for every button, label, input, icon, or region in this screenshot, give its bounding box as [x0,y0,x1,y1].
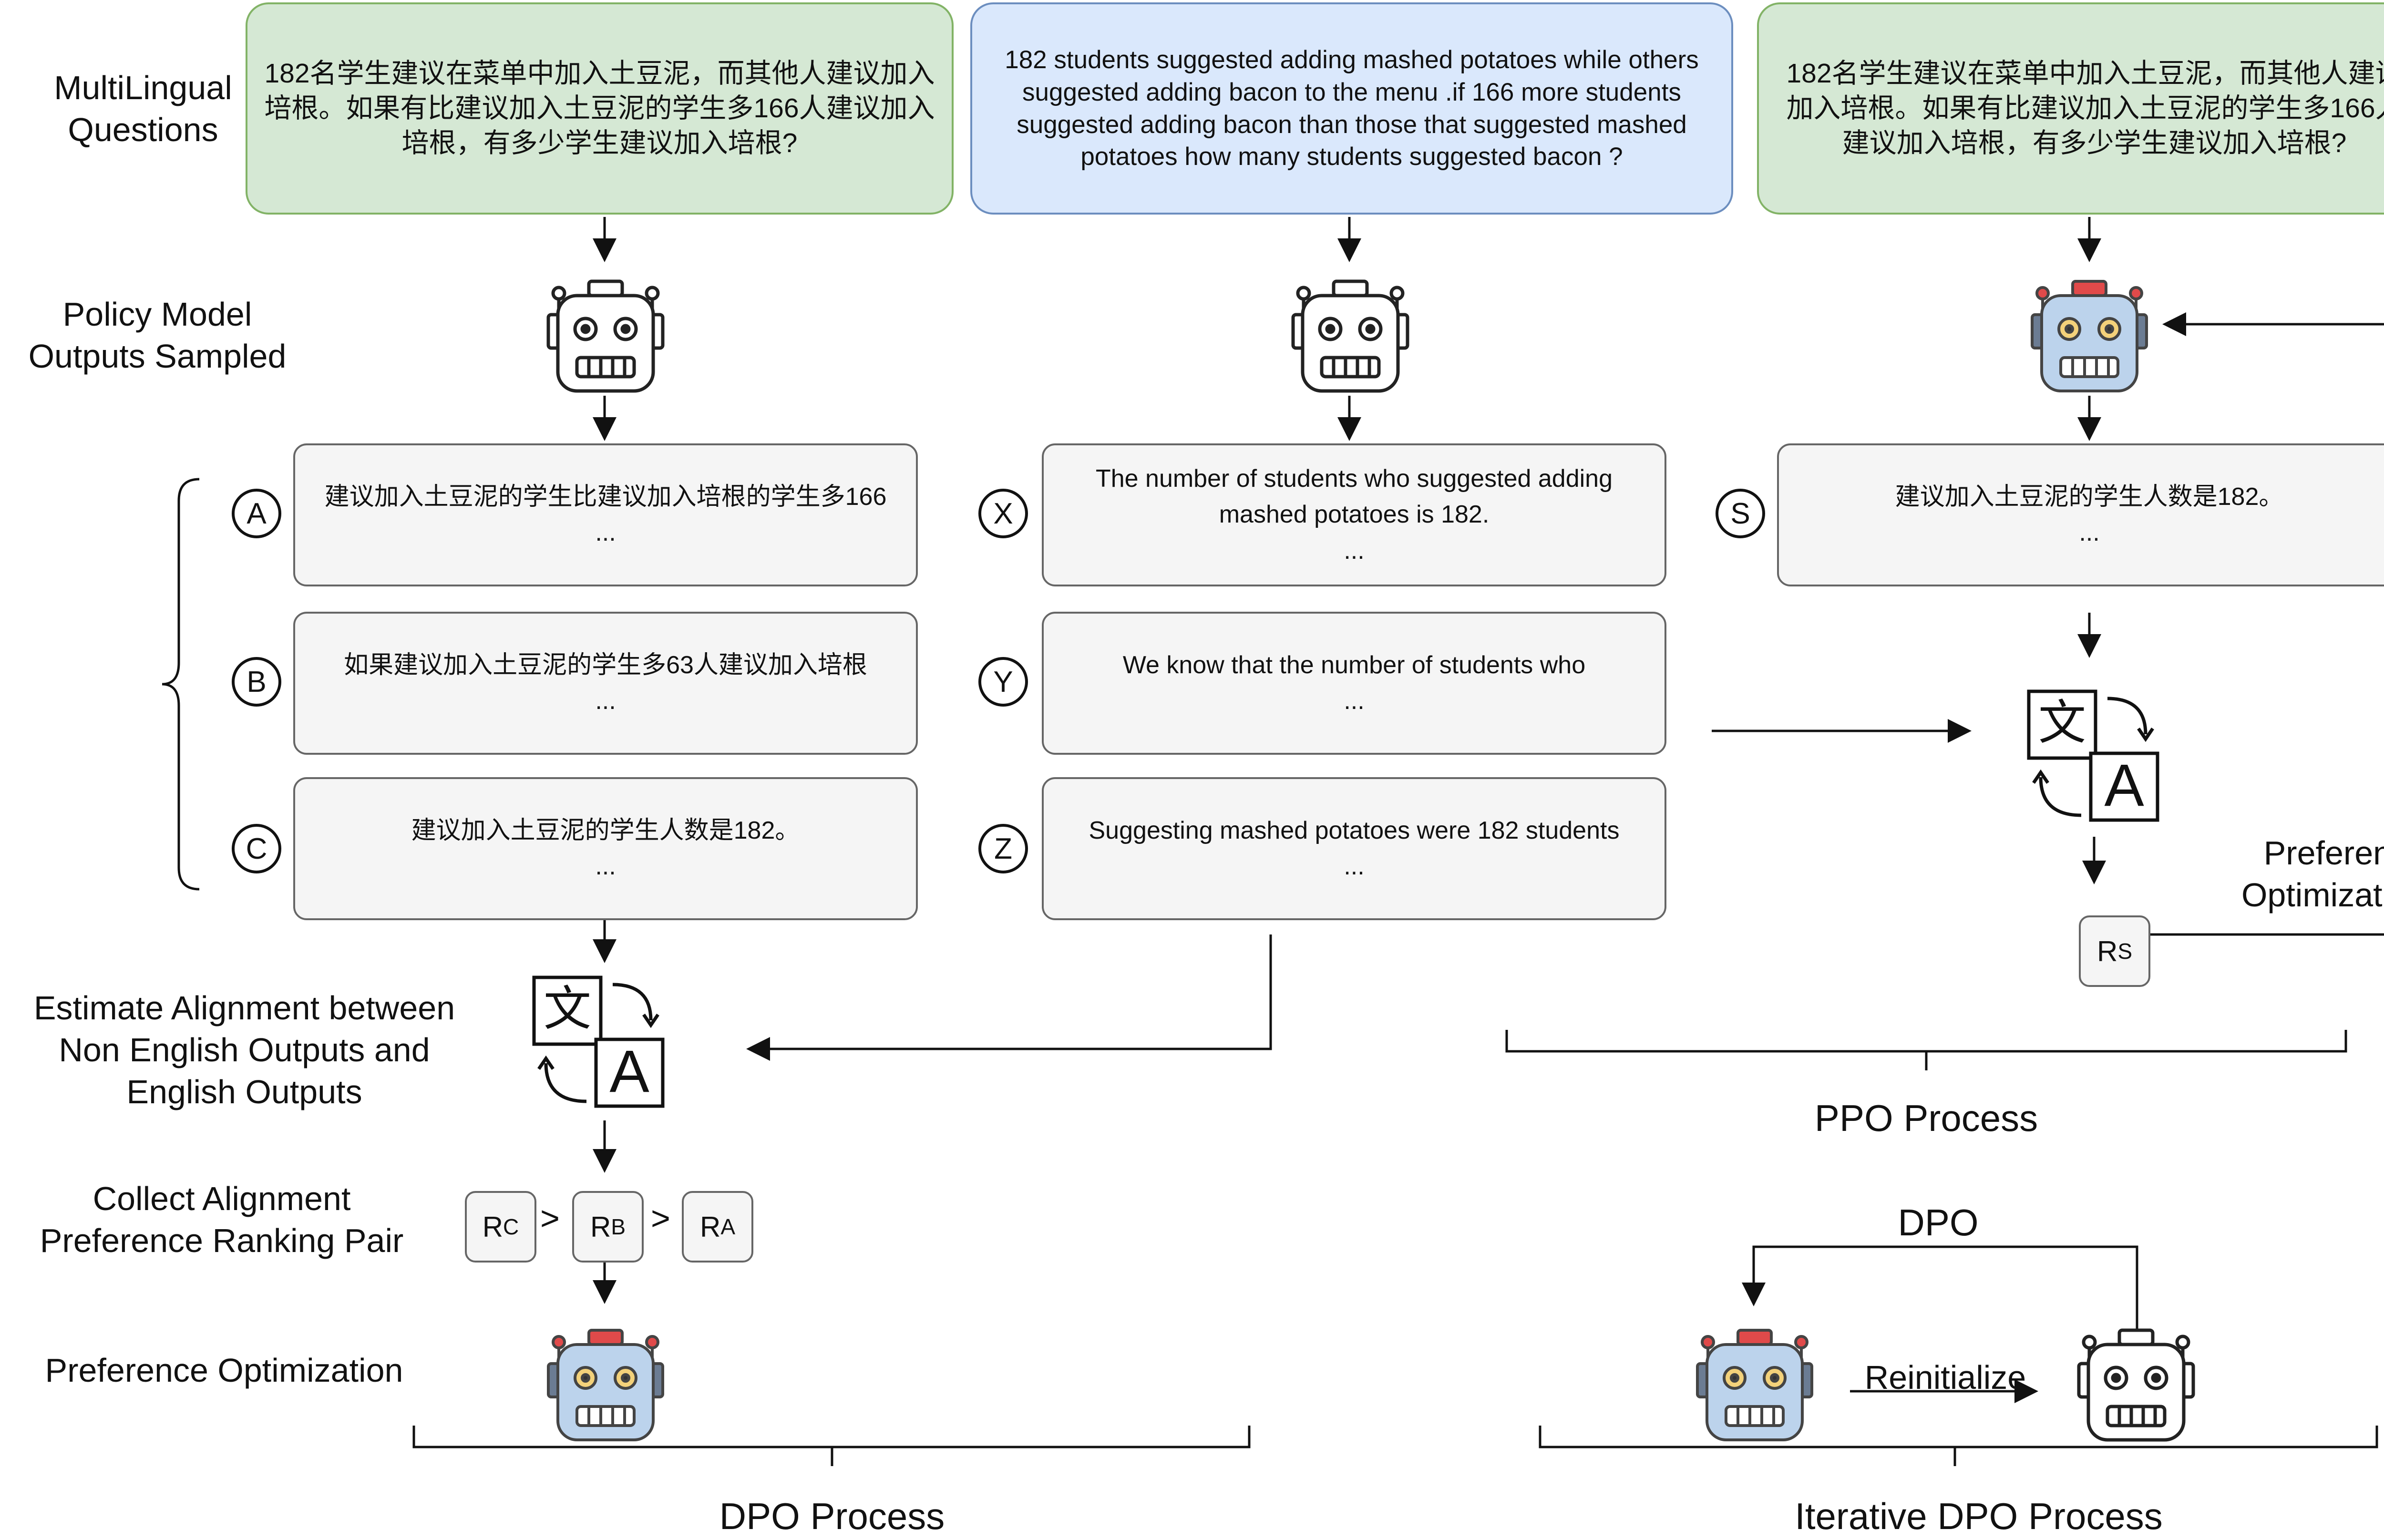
output-c-text: 建议加入土豆泥的学生人数是182。 [411,816,800,844]
output-box-b: 如果建议加入土豆泥的学生多63人建议加入培根 ... [293,612,918,755]
marker-y: Y [978,657,1028,707]
output-box-s: 建议加入土豆泥的学生人数是182。 ... [1777,443,2384,586]
robot-color-icon [2031,280,2148,392]
brace-outputs [162,478,200,891]
arrow-dpo-loop [1742,1245,2138,1330]
question-text-zh-right: 182名学生建议在菜单中加入土豆泥，而其他人建议加入培根。如果有比建议加入土豆泥… [1786,58,2384,158]
marker-s: S [1716,489,1765,538]
output-box-a: 建议加入土豆泥的学生比建议加入培根的学生多166 ... [293,443,918,586]
label-policy-outputs: Policy Model Outputs Sampled [28,296,287,375]
label-dpo: DPO [1898,1201,1979,1243]
arrow-en-to-align [746,934,1272,1061]
output-a-text: 建议加入土豆泥的学生比建议加入培根的学生多166 [324,483,887,511]
question-text-en: 182 students suggested adding mashed pot… [1005,45,1699,171]
output-a-ellipsis: ... [595,519,616,546]
question-text-zh-left: 182名学生建议在菜单中加入土豆泥，而其他人建议加入培根。如果有比建议加入土豆泥… [264,58,935,158]
marker-c: C [232,824,281,873]
marker-z: Z [978,824,1028,873]
robot-outline-icon [1291,279,1409,393]
output-b-text: 如果建议加入土豆泥的学生多63人建议加入培根 [344,651,867,679]
output-x-text: The number of students who suggested add… [1095,464,1613,529]
process-label-iterative-dpo: Iterative DPO Process [1795,1495,2163,1537]
marker-a: A [232,489,281,538]
question-box-zh-left: 182名学生建议在菜单中加入土豆泥，而其他人建议加入培根。如果有比建议加入土豆泥… [246,2,954,215]
translate-source-glyph: 文 [2038,695,2086,750]
output-z-text: Suggesting mashed potatoes were 182 stud… [1089,816,1620,844]
output-s-text: 建议加入土豆泥的学生人数是182。 [1895,483,2284,511]
robot-outline-icon [546,279,665,393]
output-box-x: The number of students who suggested add… [1042,443,1666,586]
robot-color-icon [1696,1329,1813,1441]
label-multilingual-questions: MultiLingual Questions [54,69,232,149]
translate-target-glyph: A [2104,752,2144,819]
process-label-dpo: DPO Process [719,1495,945,1537]
robot-color-icon [547,1329,664,1441]
output-box-z: Suggesting mashed potatoes were 182 stud… [1042,777,1666,920]
label-preference-optimization-left: Preference Optimization [45,1352,403,1389]
output-x-ellipsis: ... [1344,536,1365,565]
translate-icon: 文 A [532,975,665,1108]
brace-dpo [412,1426,1251,1466]
marker-b: B [232,657,281,707]
label-estimate-alignment: Estimate Alignment between Non English O… [33,989,455,1111]
output-b-ellipsis: ... [595,687,616,715]
translate-target-glyph: A [609,1038,649,1105]
output-box-c: 建议加入土豆泥的学生人数是182。 ... [293,777,918,920]
question-box-en: 182 students suggested adding mashed pot… [970,2,1733,215]
label-collect-ranking: Collect Alignment Preference Ranking Pai… [40,1180,404,1260]
robot-outline-icon [2077,1328,2195,1442]
label-reinitialize: Reinitialize [1864,1359,2026,1396]
arrow-ppo-loop [2131,312,2384,936]
brace-iterative [1539,1426,2378,1466]
question-box-zh-right: 182名学生建议在菜单中加入土豆泥，而其他人建议加入培根。如果有比建议加入土豆泥… [1757,2,2384,215]
ranking-separator-1: > [540,1200,560,1237]
translate-source-glyph: 文 [544,981,591,1037]
process-label-ppo: PPO Process [1814,1097,2038,1139]
marker-x: X [978,489,1028,538]
output-s-ellipsis: ... [2079,519,2100,546]
label-preference-optimization-right: Preference Optimization [2241,834,2384,914]
translate-icon: 文 A [2027,689,2159,822]
output-y-ellipsis: ... [1344,687,1365,715]
output-box-y: We know that the number of students who … [1042,612,1666,755]
brace-ppo [1505,1030,2347,1070]
ranking-separator-2: > [651,1200,670,1237]
output-c-ellipsis: ... [595,852,616,880]
output-y-text: We know that the number of students who [1122,651,1586,679]
output-z-ellipsis: ... [1344,852,1365,880]
